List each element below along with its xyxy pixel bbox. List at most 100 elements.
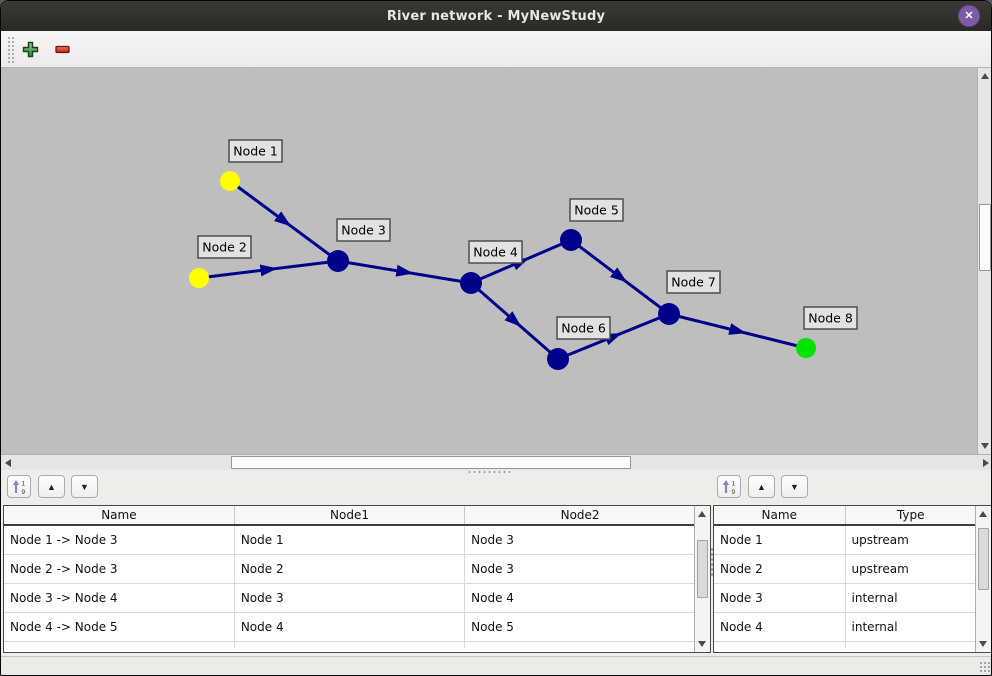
table-cell[interactable]: internal (845, 612, 976, 642)
branches-table-scrollbar[interactable] (694, 506, 710, 652)
table-cell[interactable]: Node 2 (234, 554, 466, 584)
scroll-down-icon[interactable] (698, 641, 706, 647)
window-title: River network - MyNewStudy (386, 8, 606, 24)
scroll-down-icon[interactable] (981, 443, 989, 449)
table-cell[interactable]: Node 4 (464, 583, 695, 613)
node-label-node-4[interactable]: Node 4 (468, 240, 523, 264)
canvas-vertical-scrollbar[interactable] (977, 68, 991, 454)
column-header[interactable]: Node1 (234, 506, 466, 526)
nodes-sort-button[interactable]: 1 9 (717, 475, 741, 498)
canvas-horizontal-scrollbar[interactable] (1, 454, 991, 470)
table-cell[interactable]: Node 1 -> Node 3 (4, 525, 235, 555)
table-cell[interactable]: Node 2 (714, 554, 846, 584)
vertical-scroll-thumb[interactable] (979, 204, 991, 271)
nodes-move-up-button[interactable]: ▲ (748, 475, 775, 498)
table-cell[interactable]: Node 3 -> Node 4 (4, 583, 235, 613)
branches-move-up-button[interactable]: ▲ (38, 475, 65, 498)
svg-text:9: 9 (732, 489, 736, 495)
node-node-8[interactable] (796, 338, 816, 358)
scroll-left-icon[interactable] (5, 459, 11, 467)
horizontal-splitter-handle[interactable] (467, 470, 513, 474)
flow-arrow-icon (504, 311, 522, 327)
sort-1-9-icon: 1 9 (722, 479, 736, 495)
table-cell[interactable]: Node 1 (714, 525, 846, 555)
branches-move-down-button[interactable]: ▼ (71, 475, 98, 498)
table-cell[interactable]: Node 3 (464, 554, 695, 584)
column-header[interactable]: Name (4, 506, 235, 526)
scroll-up-icon[interactable] (981, 73, 989, 79)
column-header[interactable]: Node2 (464, 506, 695, 526)
horizontal-scroll-thumb[interactable] (231, 456, 631, 469)
scroll-down-icon[interactable] (979, 641, 987, 647)
node-node-2[interactable] (189, 268, 209, 288)
table-cell[interactable]: Node 5 (464, 612, 695, 642)
node-label-node-8[interactable]: Node 8 (803, 306, 858, 330)
branches-sort-button[interactable]: 1 9 (7, 475, 31, 498)
network-canvas[interactable]: Node 1 Node 2 Node 3 Node 4 Node 5 Node 6 Node… (1, 68, 977, 454)
minus-icon (54, 45, 70, 53)
node-label-node-1[interactable]: Node 1 (228, 139, 283, 163)
table-cell[interactable]: Node 4 (714, 612, 846, 642)
node-node-6[interactable] (547, 348, 569, 370)
scroll-up-icon[interactable] (979, 511, 987, 517)
remove-branch-button[interactable] (49, 36, 75, 62)
table-cell[interactable]: upstream (845, 525, 976, 555)
resize-grip[interactable] (979, 661, 990, 672)
node-label-text: Node 4 (473, 245, 518, 260)
table-cell[interactable]: Node 2 -> Node 3 (4, 554, 235, 584)
node-node-5[interactable] (560, 229, 582, 251)
node-label-text: Node 8 (808, 311, 853, 326)
column-header[interactable]: Type (845, 506, 976, 526)
table-cell[interactable]: Node 1 (234, 525, 466, 555)
move-up-icon: ▲ (47, 481, 56, 492)
node-label-text: Node 1 (233, 144, 278, 159)
table-cell[interactable]: Node 4 (234, 612, 466, 642)
node-node-3[interactable] (327, 250, 349, 272)
table-cell[interactable]: upstream (845, 554, 976, 584)
add-branch-button[interactable] (17, 36, 43, 62)
table-cell[interactable]: Node 4 -> Node 5 (4, 612, 235, 642)
vertical-splitter-handle[interactable] (710, 547, 714, 577)
svg-text:1: 1 (22, 480, 26, 487)
table-cell[interactable]: internal (845, 583, 976, 613)
table-scroll-thumb[interactable] (697, 540, 708, 598)
river-network-graph: Node 1 Node 2 Node 3 Node 4 Node 5 Node 6 Node… (189, 139, 858, 370)
node-label-text: Node 3 (341, 223, 386, 238)
scroll-up-icon[interactable] (698, 511, 706, 517)
flow-arrow-icon (728, 323, 747, 335)
flow-arrow-icon (395, 264, 414, 277)
node-node-4[interactable] (460, 272, 482, 294)
node-label-node-6[interactable]: Node 6 (556, 316, 611, 340)
close-button[interactable]: ✕ (958, 5, 980, 27)
node-label-node-3[interactable]: Node 3 (336, 218, 391, 242)
svg-text:1: 1 (732, 480, 736, 487)
table-cell[interactable]: Node 3 (234, 583, 466, 613)
move-down-icon: ▼ (790, 481, 799, 492)
table-scroll-thumb[interactable] (978, 528, 989, 590)
toolbar-drag-handle[interactable] (7, 36, 16, 63)
node-label-node-2[interactable]: Node 2 (197, 235, 252, 259)
node-label-node-5[interactable]: Node 5 (569, 198, 624, 222)
empty-row (4, 641, 695, 648)
table-cell[interactable]: Node 3 (464, 525, 695, 555)
column-header[interactable]: Name (714, 506, 846, 526)
nodes-move-down-button[interactable]: ▼ (781, 475, 808, 498)
nodes-table-scrollbar[interactable] (975, 506, 991, 652)
table-cell[interactable]: Node 3 (714, 583, 846, 613)
node-node-1[interactable] (220, 171, 240, 191)
node-label-text: Node 7 (671, 275, 716, 290)
node-node-7[interactable] (658, 303, 680, 325)
node-label-node-7[interactable]: Node 7 (666, 270, 721, 294)
scroll-right-icon[interactable] (983, 459, 989, 467)
